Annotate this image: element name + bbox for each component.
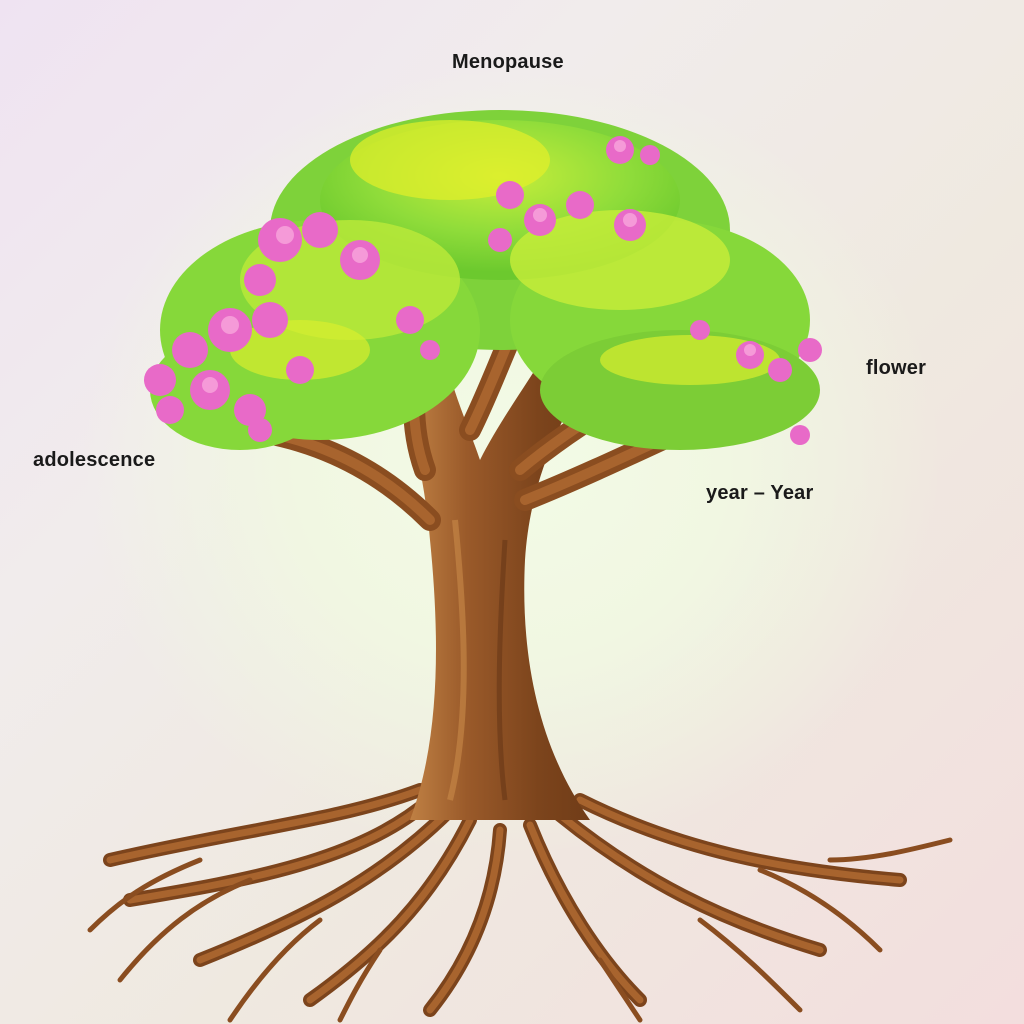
label-flower: flower xyxy=(866,357,927,379)
label-adolescence: adolescence xyxy=(33,449,156,471)
blossom-clusters xyxy=(144,136,822,445)
label-year: year – Year xyxy=(706,482,814,504)
roots-illustration xyxy=(87,783,953,1023)
label-menopause: Menopause xyxy=(452,51,564,73)
